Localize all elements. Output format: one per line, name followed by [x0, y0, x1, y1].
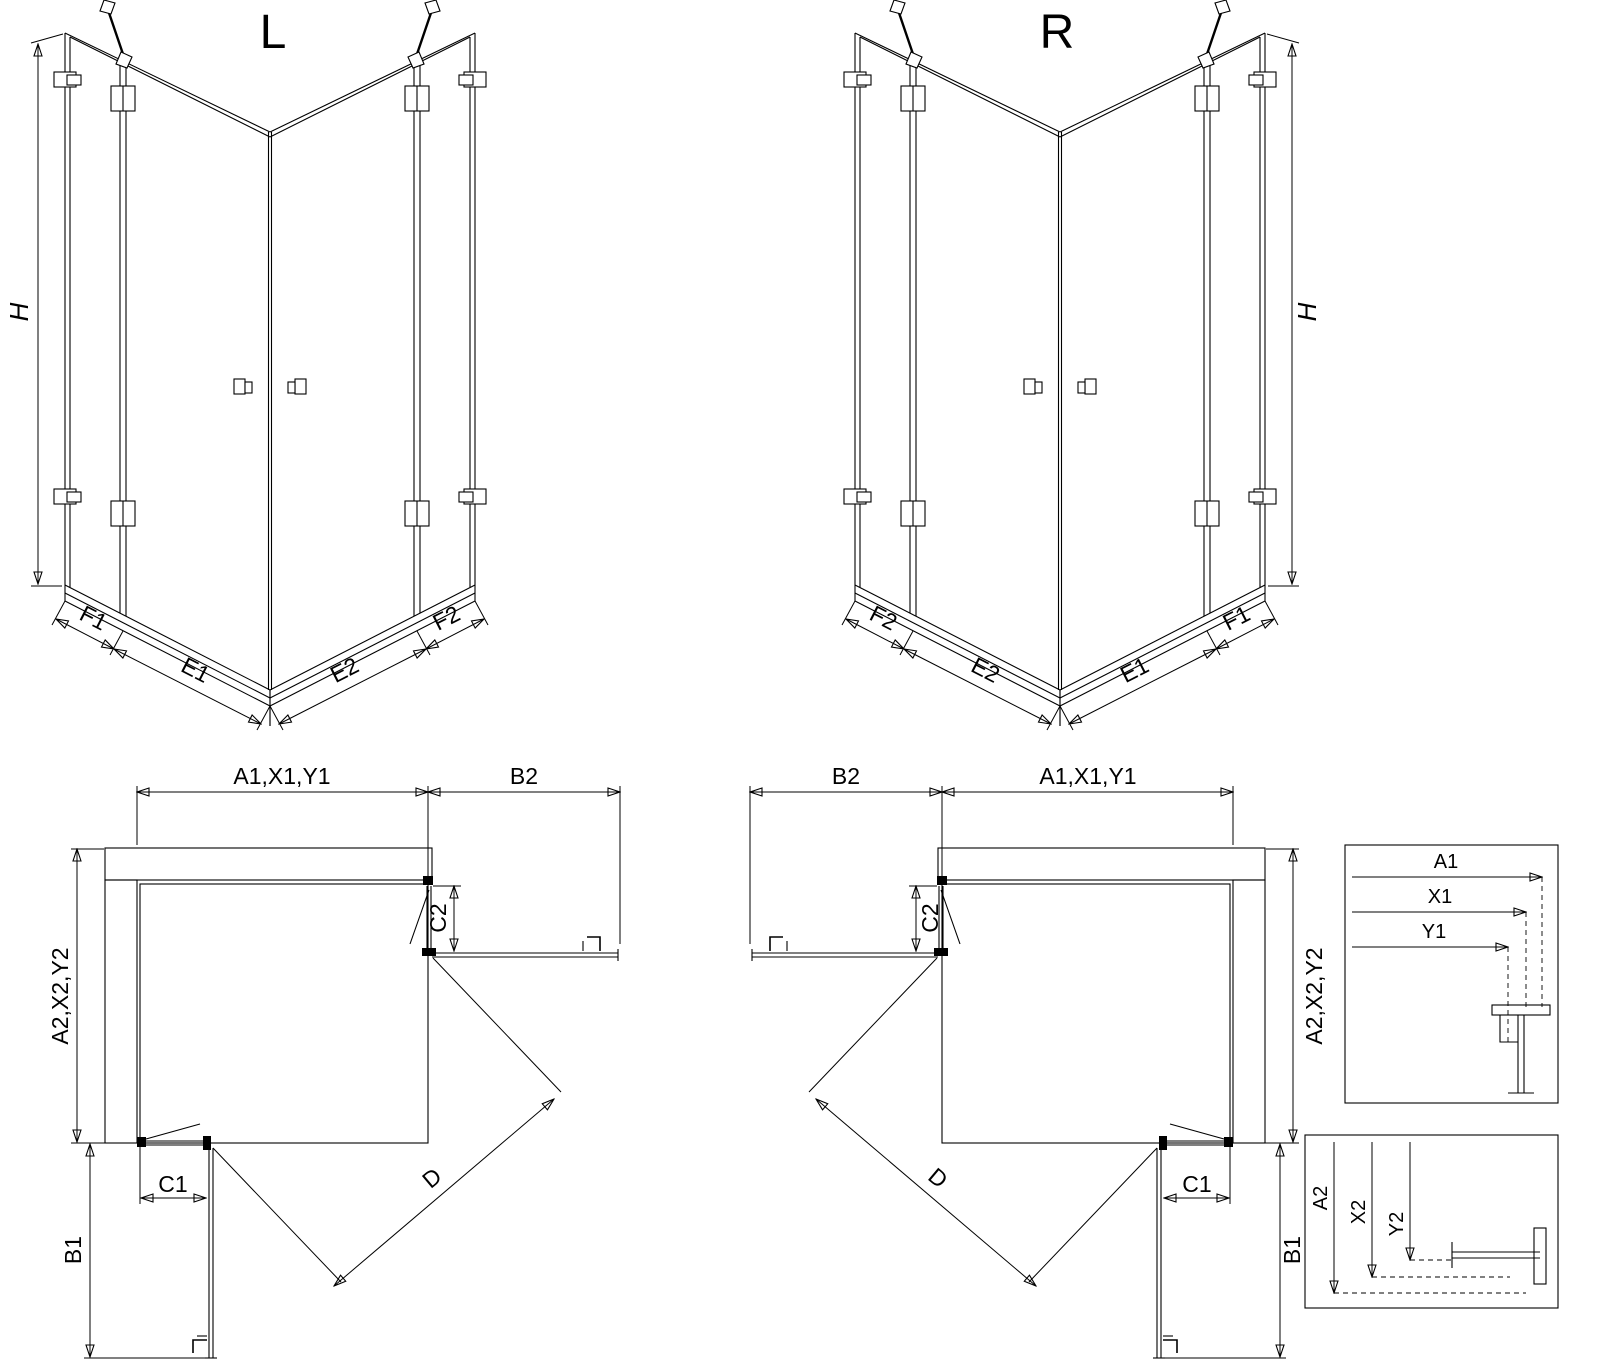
dim-label-c1-l: C1 — [158, 1171, 187, 1197]
detail-label-x1: X1 — [1428, 886, 1452, 908]
detail-label-y1: Y1 — [1422, 921, 1446, 943]
dim-label-b1-l: B1 — [60, 1236, 86, 1264]
detail-label-x2: X2 — [1348, 1200, 1370, 1224]
detail-label-a2: A2 — [1310, 1186, 1332, 1210]
r-3d-view: R H F2 E2 E1 F1 — [842, 0, 1322, 730]
dim-label-a1x1y1-r: A1,X1,Y1 — [1039, 763, 1136, 789]
l-3d-view: L H F1 E1 E2 F2 — [4, 0, 488, 730]
dim-label-b2-r: B2 — [832, 763, 860, 789]
dim-label-e1-r: E1 — [1116, 652, 1153, 688]
dim-label-e2-l: E2 — [326, 652, 363, 688]
dim-label-a2x2y2-l: A2,X2,Y2 — [47, 947, 73, 1044]
dim-label-a1x1y1-l: A1,X1,Y1 — [233, 763, 330, 789]
dim-label-d-r: D — [923, 1163, 952, 1194]
r-plan-view: B2 A1,X1,Y1 A2,X2,Y2 C2 C1 B1 D — [750, 763, 1327, 1358]
dim-label-b1-r: B1 — [1279, 1236, 1305, 1264]
dim-label-c1-r: C1 — [1182, 1171, 1211, 1197]
dim-label-h-l: H — [4, 302, 34, 321]
detail-bottom-reference-lines — [1334, 1259, 1526, 1294]
r-plan-geometry — [750, 786, 1299, 1358]
dim-label-e2-r: E2 — [967, 652, 1004, 688]
detail-box-a1-x1-y1: A1 X1 Y1 — [1344, 844, 1559, 1104]
detail-top-reference-lines — [1507, 877, 1543, 1042]
dim-label-c2-r: C2 — [917, 903, 943, 932]
detail-box-a2-x2-y2: A2 X2 Y2 — [1304, 1134, 1559, 1309]
dim-label-b2-l: B2 — [510, 763, 538, 789]
dim-label-c2-l: C2 — [425, 903, 451, 932]
view-title-l: L — [260, 6, 287, 59]
dim-label-e1-l: E1 — [177, 652, 214, 688]
detail-top-profile-section — [1491, 1004, 1551, 1094]
detail-bottom-profile-section — [1451, 1227, 1547, 1285]
detail-label-y2: Y2 — [1386, 1212, 1408, 1236]
l-plan-view: A1,X1,Y1 B2 A2,X2,Y2 C2 C1 B1 D — [47, 763, 620, 1358]
detail-label-a1: A1 — [1434, 851, 1458, 873]
dim-label-a2x2y2-r: A2,X2,Y2 — [1301, 947, 1327, 1044]
view-title-r: R — [1040, 6, 1075, 59]
dim-label-d-l: D — [417, 1163, 446, 1194]
l-plan-geometry — [71, 786, 620, 1358]
dim-label-h-r: H — [1292, 302, 1322, 321]
